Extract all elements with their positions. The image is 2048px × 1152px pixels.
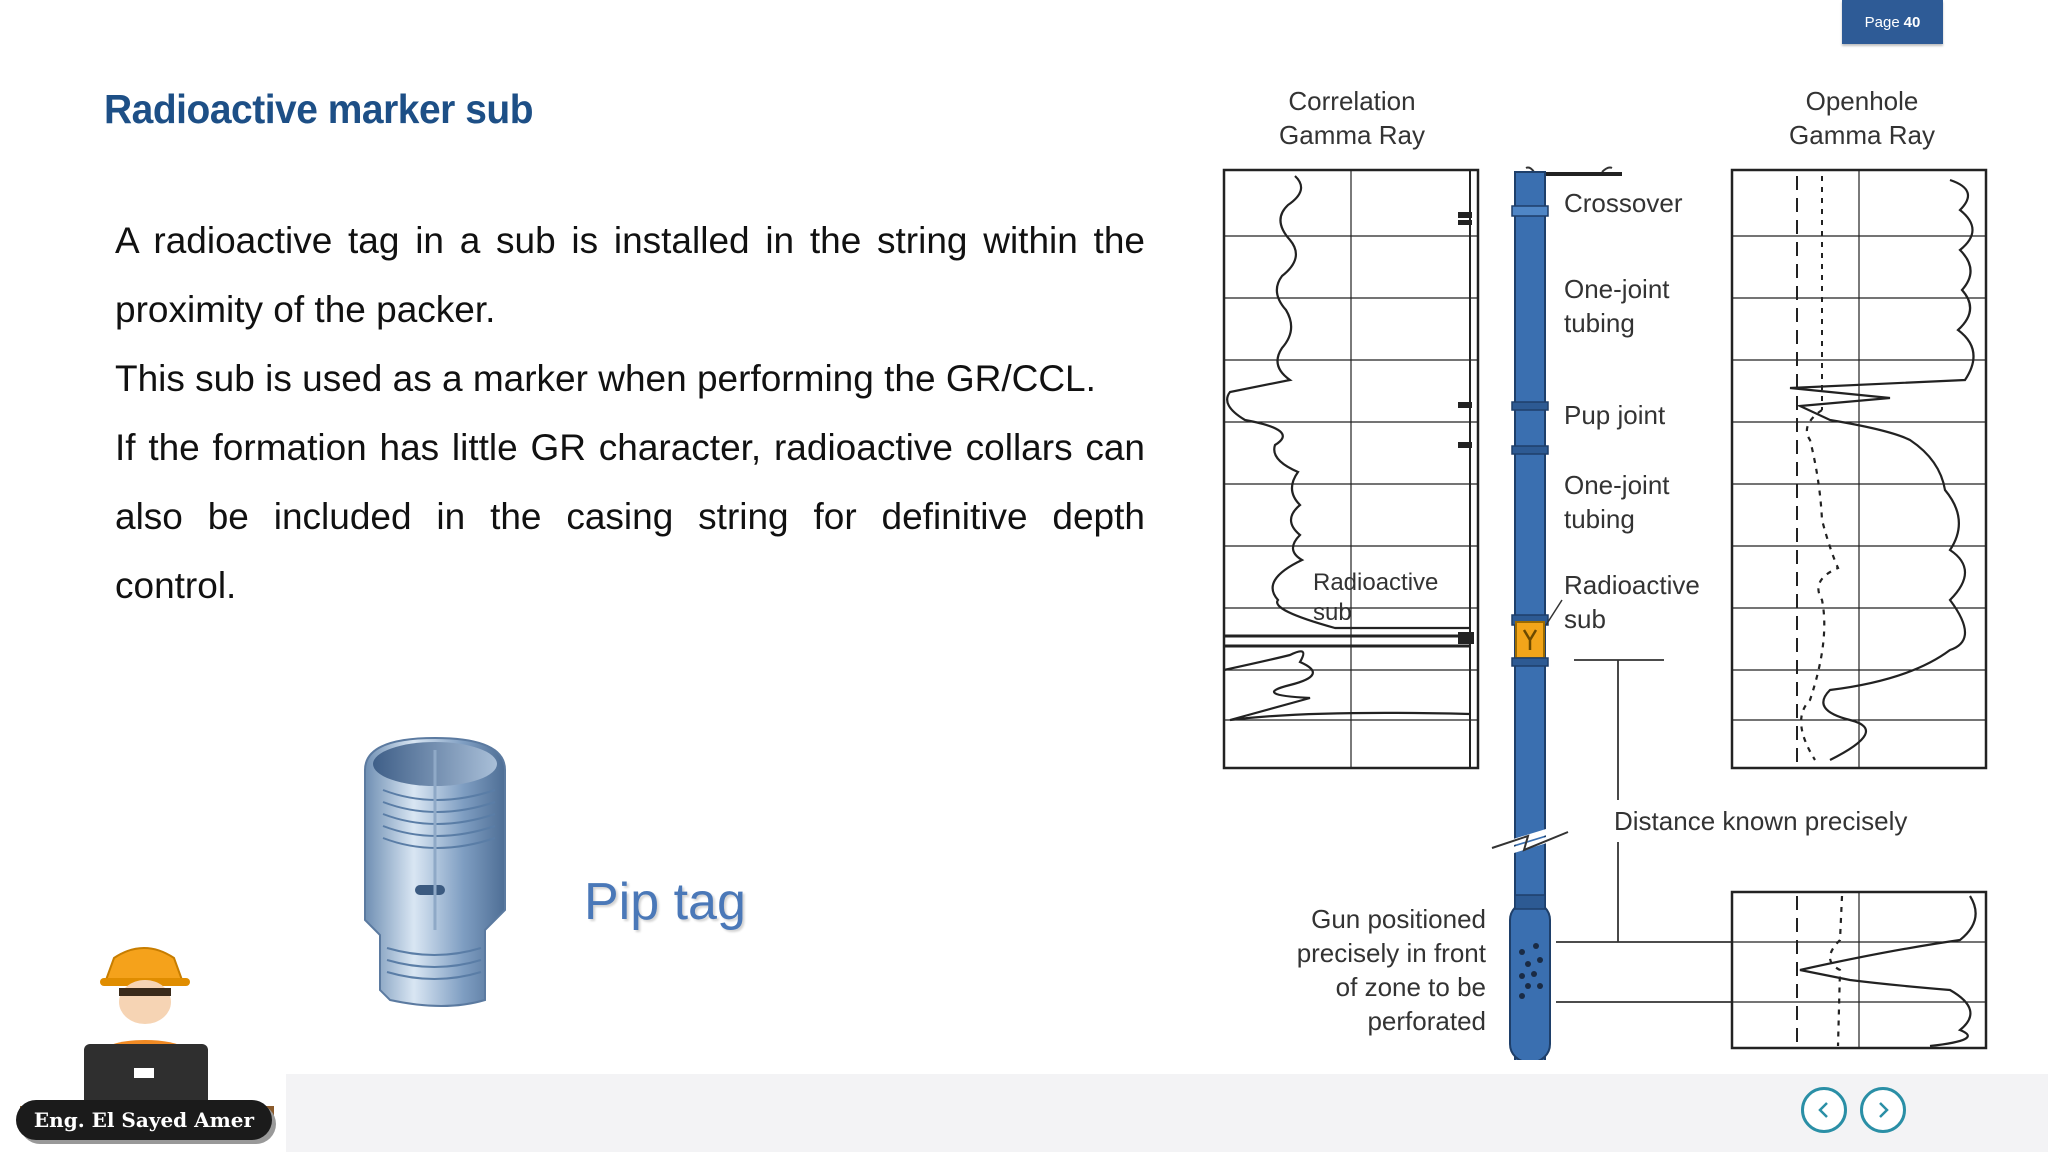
gun-label-line1: Gun positioned	[1311, 904, 1486, 934]
well-correlation-diagram: Correlation Gamma Ray Openhole Gamma Ray…	[1222, 86, 1988, 1060]
right-gamma-track	[1730, 168, 1988, 770]
radioactive-sub-label-line1: Radioactive	[1564, 570, 1700, 600]
tubing-string	[1491, 166, 1622, 1060]
pup-joint-label: Pup joint	[1564, 400, 1666, 430]
crossover-label: Crossover	[1564, 188, 1683, 218]
slide-title: Radioactive marker sub	[104, 86, 534, 132]
page-number: 40	[1903, 13, 1921, 31]
gun-label-line4: perforated	[1367, 1006, 1486, 1036]
left-track-radioactive-label-line1: Radioactive	[1313, 569, 1438, 596]
gun-label-line3: of zone to be	[1336, 972, 1486, 1002]
left-track-title-line2: Gamma Ray	[1279, 120, 1425, 150]
paragraph: This sub is used as a marker when perfor…	[115, 358, 1096, 399]
perforation-zone-track	[1730, 890, 1988, 1050]
paragraph: If the formation has little GR character…	[115, 427, 1145, 606]
right-track-title-line1: Openhole	[1806, 86, 1919, 116]
author-signature: Eng. El Sayed Amer	[16, 1100, 272, 1140]
page-number-badge: Page 40	[1842, 0, 1943, 44]
one-joint-tubing-1-line1: One-joint	[1564, 274, 1670, 304]
paragraph: A radioactive tag in a sub is installed …	[115, 220, 1145, 330]
distance-known-label: Distance known precisely	[1614, 806, 1907, 836]
one-joint-tubing-1-line2: tubing	[1564, 308, 1635, 338]
one-joint-tubing-2-line1: One-joint	[1564, 470, 1670, 500]
chevron-left-icon	[1818, 1102, 1828, 1118]
left-gamma-track	[1222, 168, 1480, 770]
footer-bar	[286, 1074, 2048, 1152]
left-track-title-line1: Correlation	[1288, 86, 1415, 116]
pip-tag-sub-illustration	[364, 736, 506, 1007]
page-prefix: Page	[1864, 13, 1900, 31]
radioactive-sub-label-line2: sub	[1564, 604, 1606, 634]
next-slide-button[interactable]	[1860, 1087, 1906, 1133]
left-track-radioactive-label-line2: sub	[1313, 599, 1352, 626]
gun-label-line2: precisely in front	[1297, 938, 1487, 968]
right-track-title-line2: Gamma Ray	[1789, 120, 1935, 150]
one-joint-tubing-2-line2: tubing	[1564, 504, 1635, 534]
chevron-right-icon	[1879, 1102, 1889, 1118]
pip-tag-label: Pip tag	[584, 873, 746, 931]
previous-slide-button[interactable]	[1801, 1087, 1847, 1133]
body-text: A radioactive tag in a sub is installed …	[115, 206, 1145, 620]
